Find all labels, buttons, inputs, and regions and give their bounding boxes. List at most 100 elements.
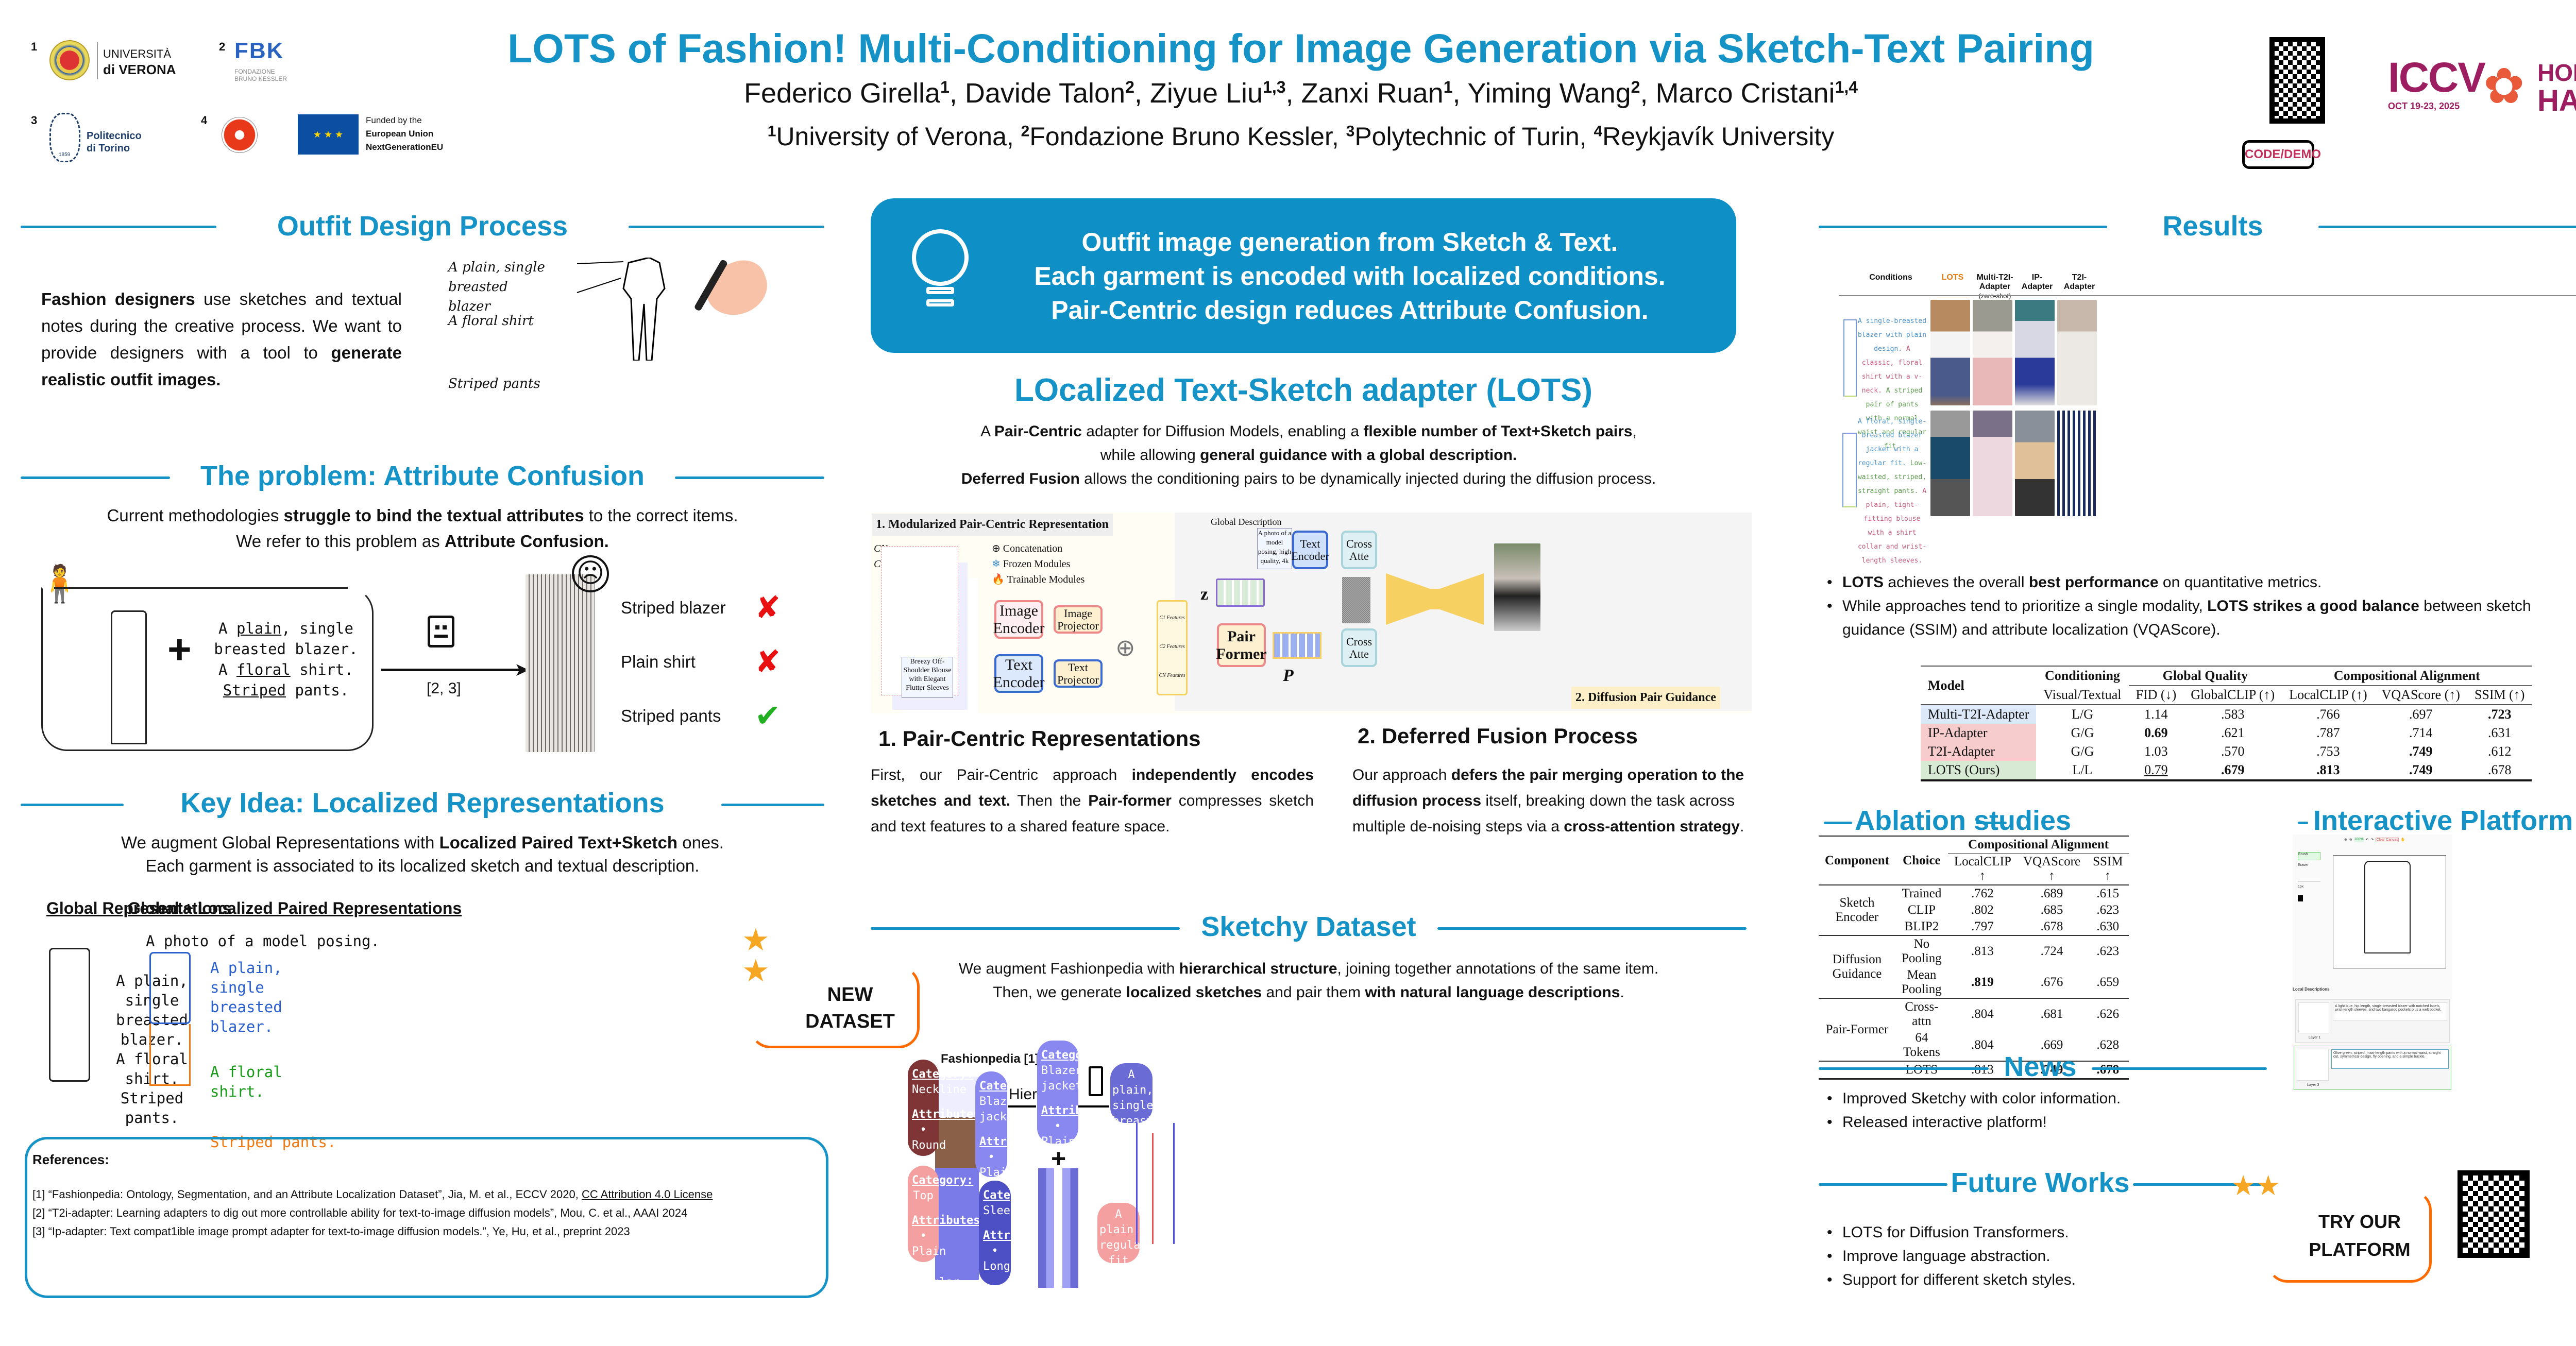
eraser-button[interactable]: Eraser (2298, 863, 2320, 872)
platform-qr-code[interactable] (2458, 1170, 2530, 1258)
results-bullet: While approaches tend to prioritize a si… (1824, 594, 2576, 642)
qualitative-results: ConditionsLOTSMulti-T2I-Adapter(zero-sho… (1834, 263, 2576, 565)
choice-name: LOTS (1895, 1061, 1948, 1079)
logo-fbk: 2 FBK FONDAZIONE BRUNO KESSLER (219, 36, 312, 88)
brush-size-slider[interactable] (2298, 881, 2320, 882)
redo-icon[interactable]: ↷ (2370, 838, 2374, 842)
metric-value: .659 (2096, 975, 2120, 989)
robot-icon (428, 616, 454, 648)
result-image-ip (2015, 300, 2055, 405)
metric-value: .724 (2040, 944, 2063, 958)
choice-name: BLIP2 (1904, 919, 1939, 933)
layer-description-input[interactable]: A light blue, hip length, single-breaste… (2333, 1002, 2447, 1021)
attributes-key: Attributes: (912, 1213, 987, 1229)
fashionpedia-label: Fashionpedia [1] (941, 1052, 1039, 1066)
text-segment: We augment Fashionpedia with (958, 960, 1179, 977)
column-label: Multi-T2I-Adapter (1976, 273, 2013, 291)
outcome-label: Striped pants (621, 706, 721, 725)
reference-link[interactable]: CC Attribution 4.0 License (581, 1188, 713, 1201)
section-heading: LOcalized Text-Sketch adapter (LOTS) (1014, 372, 1592, 408)
metric-value: .813 (2316, 762, 2340, 777)
reference-item: [2] “T2i-adapter: Learning adapters to d… (32, 1206, 688, 1219)
result-image-multi-t2i (1973, 411, 2012, 516)
section-heading: Results (2162, 211, 2263, 242)
column-label: IP-Adapter (2021, 273, 2053, 291)
logo-eu: ★ ★ ★ Funded by the European Union NextG… (298, 114, 463, 156)
text-segment: Localized Paired Text+Sketch (439, 833, 678, 852)
clear-canvas-button[interactable]: Clear Canvas (2376, 838, 2399, 842)
code-qr-code[interactable] (2269, 37, 2325, 124)
eu-flag-icon: ★ ★ ★ (298, 114, 359, 155)
text-segment: . (1620, 984, 1624, 1001)
header-conditioning-sub: Visual/Textual (2043, 687, 2122, 702)
metric-value: .804 (1971, 1007, 1994, 1021)
author-name: Davide Talon (964, 78, 1126, 109)
callout-line: Pair-Centric design reduces Attribute Co… (1051, 296, 1649, 325)
global-prompt: A photo of a model posing. (146, 932, 380, 950)
subsection-heading: 1. Pair-Centric Representations (878, 726, 1201, 751)
global-label: Global Description (1211, 517, 1282, 527)
text-segment: floral (236, 661, 291, 678)
layer-card: Layer 1 A light blue, hip length, single… (2295, 999, 2450, 1043)
image-encoder-block: Image Encoder (993, 600, 1044, 639)
sketchy-text: Then, we generate localized sketches and… (866, 981, 1752, 1004)
blazer-description: A plain, single-breasted blazer jacket w… (1110, 1063, 1167, 1205)
metric-value: .628 (2096, 1038, 2120, 1052)
citation: [2, 3] (427, 680, 461, 697)
problem-text: Current methodologies struggle to bind t… (21, 502, 824, 529)
component-name (1819, 1061, 1895, 1079)
sketchy-text: We augment Fashionpedia with hierarchica… (866, 957, 1752, 981)
brush-button[interactable]: Brush (2298, 852, 2320, 860)
local-descriptions-title: Local Descriptions (2293, 987, 2330, 992)
zoom-in-icon[interactable]: ⊕ (2344, 838, 2347, 842)
layer-thumbnail (2297, 1049, 2329, 1081)
metric-header: LocalCLIP (↑) (2289, 687, 2367, 702)
layer-thumbnail (2298, 1002, 2329, 1033)
colored-sketch (1136, 1123, 1175, 1244)
text-segment: and pair them (1262, 984, 1365, 1001)
affil-num: 4 (201, 114, 208, 127)
affil-num: 1 (31, 40, 38, 53)
fbk-name-2: BRUNO KESSLER (234, 75, 287, 82)
section-heading: Interactive Platform (2313, 805, 2573, 836)
reference-item: [1] “Fashionpedia: Ontology, Segmentatio… (32, 1188, 713, 1201)
sketch-note: A plain, single breasted blazer (448, 260, 545, 314)
eu-line-2: European Union (366, 129, 434, 139)
table-row: 64 Tokens.804.669.628 (1819, 1030, 2129, 1061)
metric-value: .819 (1971, 975, 1994, 989)
drawing-canvas[interactable] (2333, 855, 2446, 968)
undo-icon[interactable]: ↶ (2365, 838, 2369, 842)
colored-suit-sketch-icon (149, 952, 191, 1024)
text-condition: Breezy Off-Shoulder Blouse with Elegant … (902, 657, 953, 698)
legend-label: Frozen Modules (1003, 558, 1071, 570)
legend-label: Trainable Modules (1007, 574, 1085, 585)
badge-line: TRY OUR (2318, 1211, 2401, 1232)
problem-text: We refer to this problem as Attribute Co… (21, 528, 824, 555)
component-name: Diffusion Guidance (1832, 952, 1882, 981)
affiliation-name: Reykjavík University (1602, 122, 1835, 151)
header-component: Component (1825, 853, 1890, 867)
text-segment: . (1739, 818, 1744, 835)
metric-value: .787 (2316, 725, 2340, 740)
color-swatch[interactable] (2298, 895, 2303, 901)
key-idea-text: We augment Global Representations with L… (21, 829, 824, 856)
metric-value: .678 (2487, 762, 2512, 777)
choice-name: No Pooling (1902, 937, 1942, 965)
cross-attention-block: Cross Atte (1341, 531, 1377, 569)
metric-value: .797 (1971, 919, 1994, 933)
zoom-out-icon[interactable]: ⊖ (2349, 838, 2352, 842)
hand-icon[interactable]: ✋ (2400, 838, 2405, 842)
author-affil: 1,4 (1835, 78, 1858, 96)
layer-description-input[interactable]: Olive green, striped, maxi-length pants … (2331, 1049, 2449, 1069)
metric-value: .714 (2409, 725, 2433, 740)
category-value: Blazer jacket (1041, 1064, 1082, 1093)
pair-former-block: Pair Former (1216, 623, 1267, 667)
fashionpedia-photo (935, 1077, 979, 1280)
prompt-line: A plain, single (209, 618, 363, 639)
code-demo-link[interactable]: CODE/DEMO (2242, 140, 2321, 169)
outcome-item: Striped pants✔ (621, 701, 801, 755)
